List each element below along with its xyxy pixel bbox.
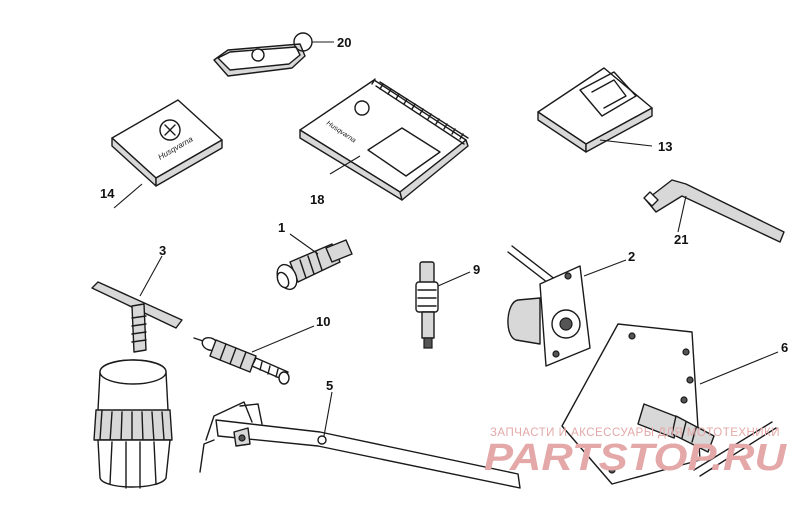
callout-21: 21 <box>674 232 688 247</box>
watermark-subtitle: ЗАПЧАСТИ И АКСЕССУАРЫ ДЛЯ МОТОТЕХНИКИ <box>490 425 780 439</box>
watermark: ЗАПЧАСТИ И АКСЕССУАРЫ ДЛЯ МОТОТЕХНИКИ PA… <box>484 425 788 479</box>
part-1-adapter <box>276 233 353 291</box>
part-9-valve <box>415 261 471 349</box>
callout-18: 18 <box>310 192 324 207</box>
part-2-flange <box>507 245 627 367</box>
part-3-puller <box>91 255 183 489</box>
part-6-plate <box>561 323 779 485</box>
callout-2: 2 <box>628 249 635 264</box>
callout-14: 14 <box>100 186 115 201</box>
callout-3: 3 <box>159 243 166 258</box>
watermark-brand: PARTSTOP.RU <box>484 437 788 479</box>
callout-20: 20 <box>337 35 351 50</box>
part-13-book <box>537 67 653 153</box>
callout-1: 1 <box>278 220 285 235</box>
part-20-key-fob <box>213 32 334 77</box>
callout-labels: 20 13 14 18 21 1 3 2 9 10 6 5 <box>100 35 788 393</box>
callout-6: 6 <box>781 340 788 355</box>
part-10-bolt-tool <box>193 325 315 385</box>
callout-13: 13 <box>658 139 672 154</box>
callout-9: 9 <box>473 262 480 277</box>
part-14-manual: Husqvarna <box>111 99 223 209</box>
callout-10: 10 <box>316 314 330 329</box>
part-21-hex-key <box>643 179 785 243</box>
part-18-notebook: Husqvarna <box>299 78 469 201</box>
callout-5: 5 <box>326 378 333 393</box>
part-5-hook-bar <box>199 391 521 489</box>
